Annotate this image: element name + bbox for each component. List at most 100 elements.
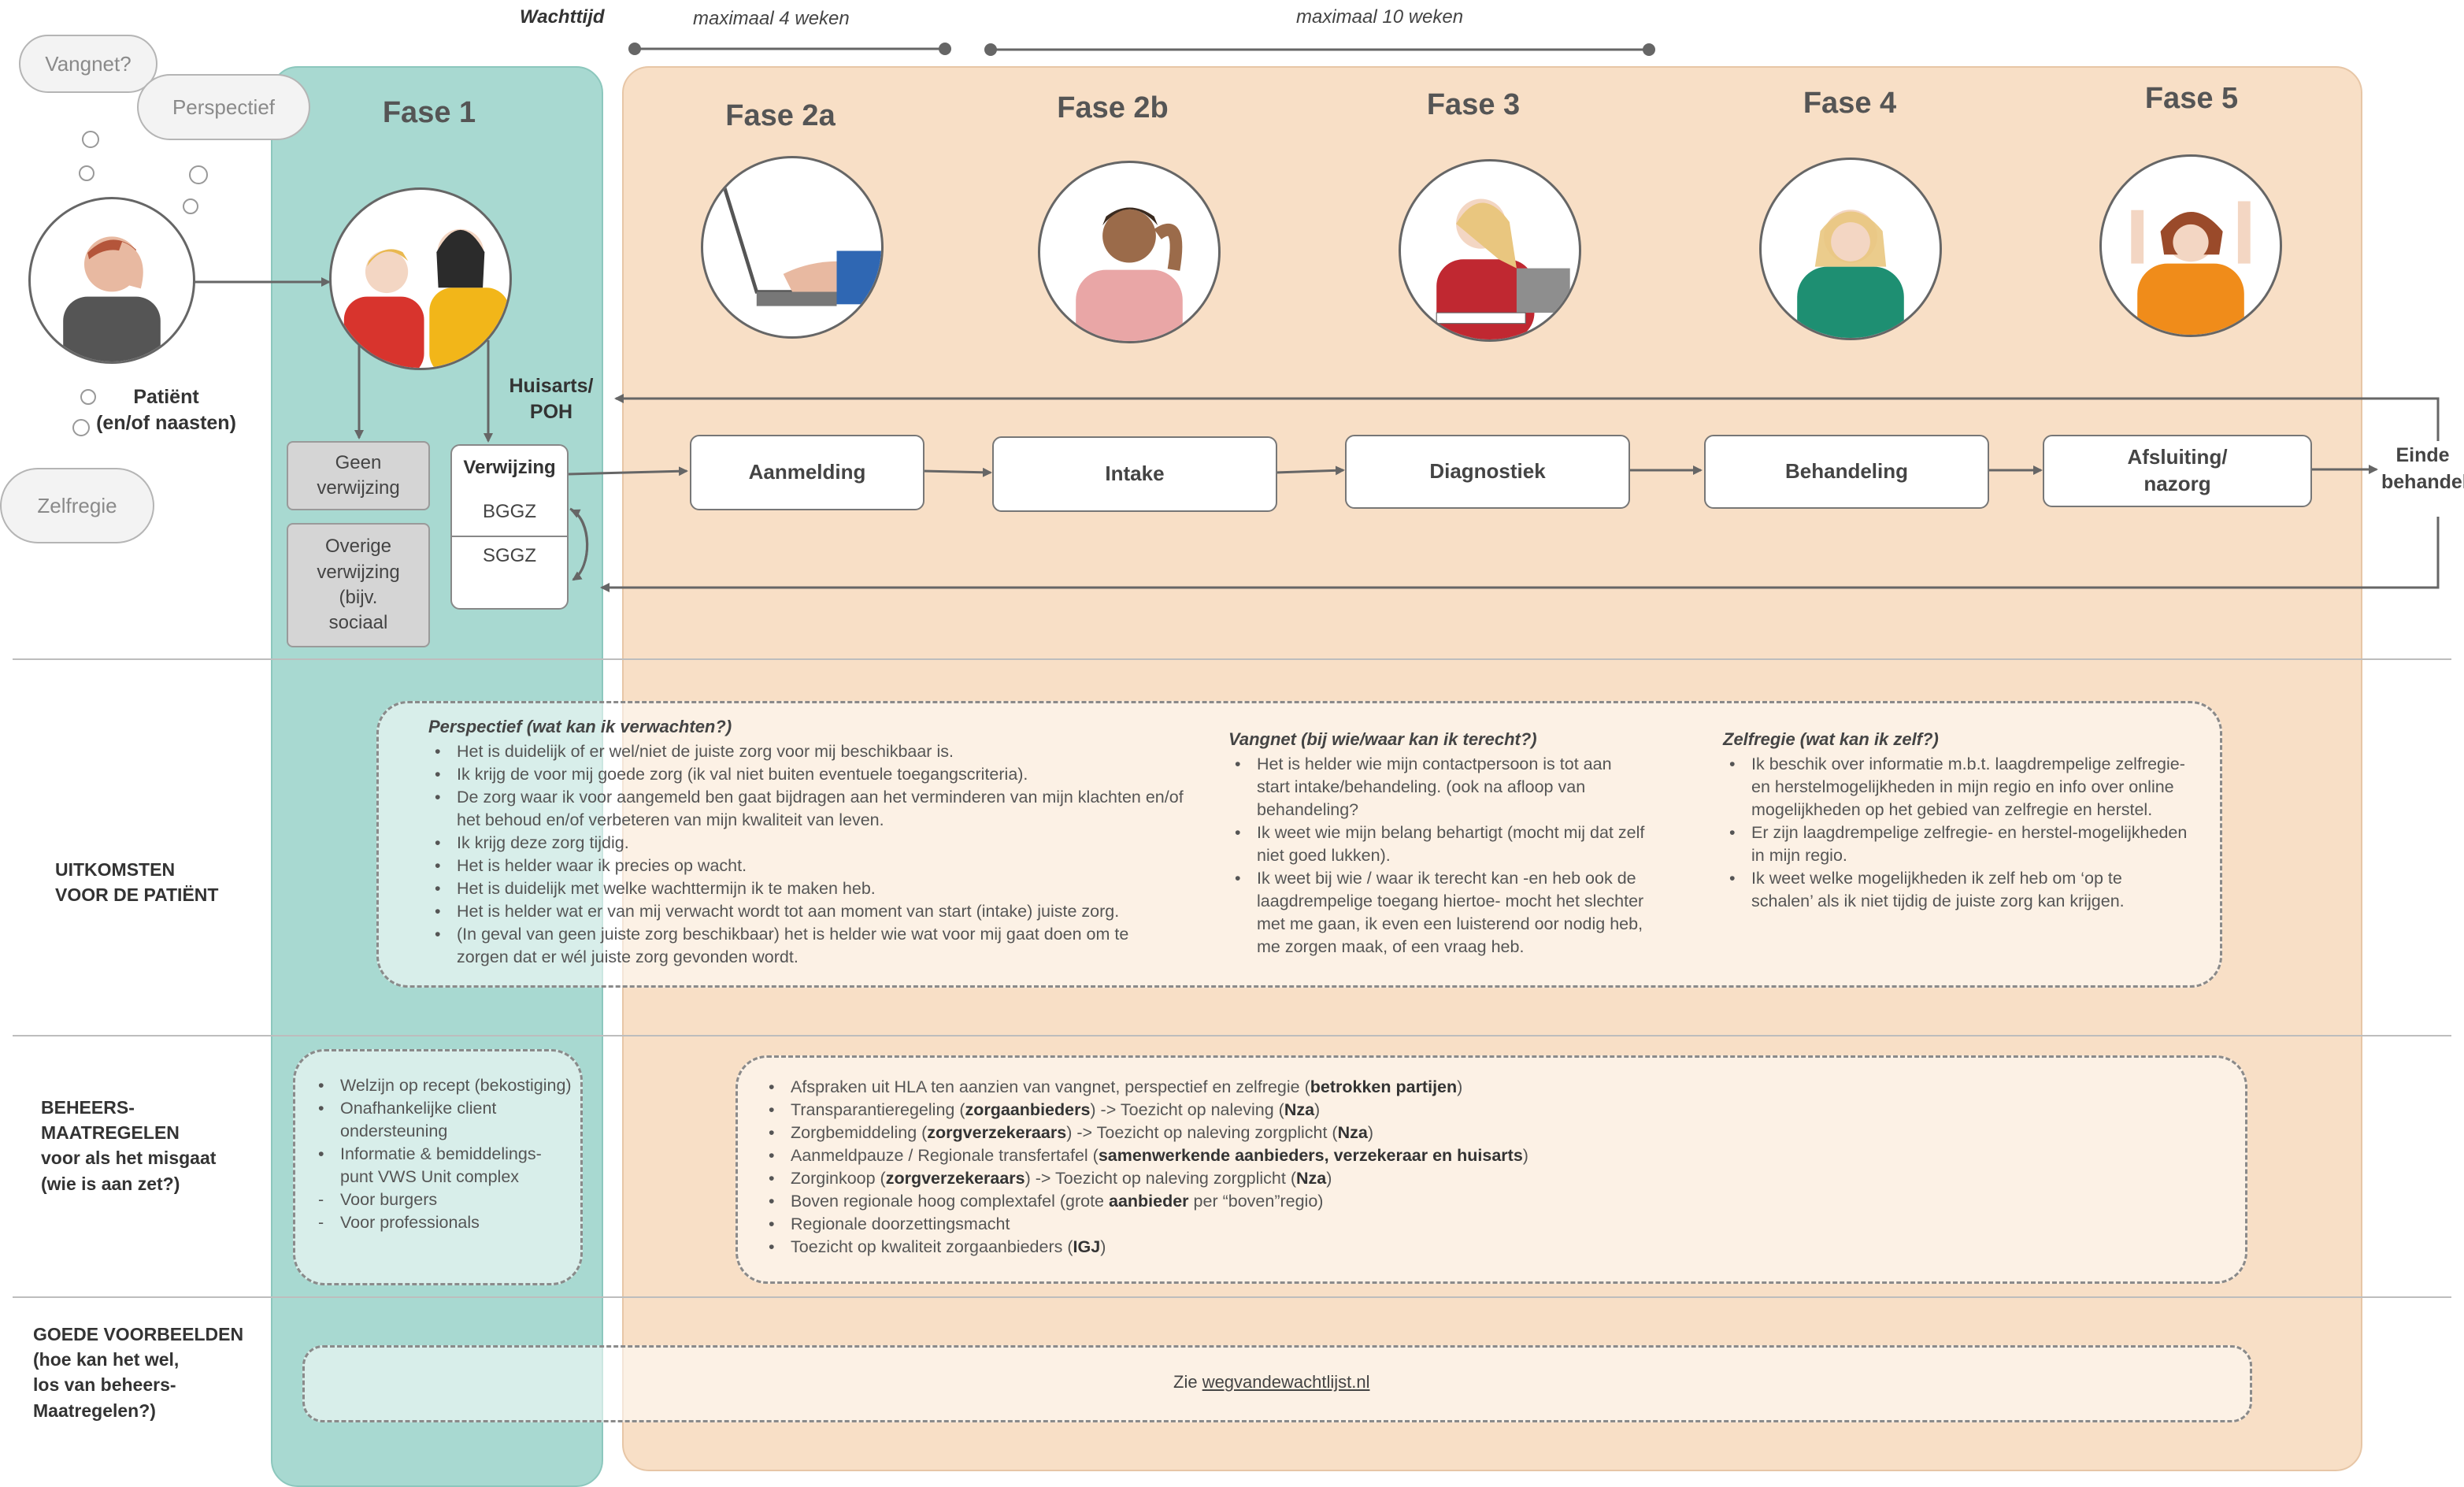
- geen-verwijzing-label: Geen verwijzing: [317, 451, 400, 499]
- measure-text: Zorginkoop (: [791, 1169, 886, 1188]
- measure-text: ) -> Toezicht op naleving zorgplicht (: [1066, 1123, 1338, 1142]
- list-item: De zorg waar ik voor aangemeld ben gaat …: [428, 786, 1184, 832]
- cloud-zelfregie-label: Zelfregie: [37, 493, 117, 517]
- timeline-span1-label: maximaal 4 weken: [693, 8, 850, 29]
- huisarts-label-line1: Huisarts/: [509, 375, 594, 397]
- outcome-zelfregie-title: Zelfregie (wat kan ik zelf?): [1723, 729, 1939, 749]
- separator-outcomes: [13, 658, 2451, 660]
- phase-title-fase3: Fase 3: [1426, 88, 1521, 121]
- list-item: Het is helder wat er van mij verwacht wo…: [428, 900, 1184, 923]
- outcome-perspectief-title: Perspectief (wat kan ik verwachten?): [428, 717, 732, 736]
- einde-line1: Einde: [2395, 444, 2450, 466]
- referral-divider: [452, 536, 567, 537]
- overige-verwijzing-label: Overige verwijzing (bijv. sociaal: [317, 536, 400, 634]
- list-item: Zorgbemiddeling (zorgverzekeraars) -> To…: [762, 1122, 2227, 1144]
- measure-text: Transparantieregeling (: [791, 1100, 965, 1119]
- step-aanmelding-label: Aanmelding: [748, 460, 866, 484]
- measure-text: ): [1457, 1077, 1463, 1096]
- patient-label: Patiënt (en/of naasten): [91, 384, 241, 436]
- patient-label-line1: Patiënt: [133, 386, 199, 408]
- responsible-party: zorgverzekeraars: [927, 1123, 1067, 1142]
- measure-text: ): [1100, 1237, 1106, 1256]
- step-afsluiting-label: Afsluiting/ nazorg: [2127, 445, 2228, 495]
- list-item: Onafhankelijke client ondersteuning: [312, 1097, 572, 1143]
- list-item: Ik krijg de voor mij goede zorg (ik val …: [428, 763, 1184, 786]
- measure-text: per “boven”regio): [1188, 1192, 1324, 1211]
- list-item: Ik weet wie mijn belang behartigt (mocht…: [1228, 821, 1646, 867]
- responsible-party: betrokken partijen: [1310, 1077, 1458, 1096]
- list-item: Zorginkoop (zorgverzekeraars) -> Toezich…: [762, 1167, 2227, 1190]
- wachttijd-label: Wachttijd: [520, 6, 605, 28]
- step-behandeling-label: Behandeling: [1784, 459, 1908, 484]
- phase-title-fase2a: Fase 2a: [725, 99, 836, 132]
- patient-label-line2: (en/of naasten): [96, 411, 236, 434]
- list-item: Afspraken uit HLA ten aanzien van vangne…: [762, 1076, 2227, 1099]
- measure-text: ): [1367, 1123, 1373, 1142]
- responsible-party: Nza: [1296, 1169, 1327, 1188]
- sggz-label: SGGZ: [482, 545, 536, 566]
- phase-title-fase4: Fase 4: [1803, 87, 1897, 120]
- thought-bubble: [79, 165, 94, 181]
- outcome-perspectief-list: Het is duidelijk of er wel/niet de juist…: [428, 740, 1184, 969]
- step-afsluiting: Afsluiting/ nazorg: [2043, 435, 2312, 507]
- measure-text: ) -> Toezicht op naleving zorgplicht (: [1025, 1169, 1296, 1188]
- list-item: Voor professionals: [312, 1211, 572, 1234]
- outcome-vangnet-list: Het is helder wie mijn contactpersoon is…: [1228, 753, 1646, 959]
- responsible-party: zorgverzekeraars: [885, 1169, 1025, 1188]
- phase-title-fase2b: Fase 2b: [1057, 91, 1169, 124]
- step-intake-label: Intake: [1105, 462, 1165, 486]
- list-item: Het is duidelijk met welke wachttermijn …: [428, 877, 1184, 900]
- beheers-fase1-list: Welzijn op recept (bekostiging) Onafhank…: [312, 1074, 572, 1234]
- wegvandewachtlijst-link[interactable]: wegvandewachtlijst.nl: [1202, 1372, 1370, 1392]
- doctor-consult-icon: [329, 187, 512, 370]
- beheers-main-content: Afspraken uit HLA ten aanzien van vangne…: [762, 1076, 2227, 1259]
- list-item: Het is helder waar ik precies op wacht.: [428, 855, 1184, 877]
- list-item: Er zijn laagdrempelige zelfregie- en her…: [1723, 821, 2188, 867]
- measure-text: ): [1314, 1100, 1321, 1119]
- cloud-vangnet-label: Vangnet?: [45, 51, 132, 76]
- list-item: (In geval van geen juiste zorg beschikba…: [428, 923, 1184, 969]
- laptop-hands-icon: [701, 156, 884, 339]
- row-label-uitkomsten: UITKOMSTEN VOOR DE PATIËNT: [55, 859, 219, 906]
- thought-bubble: [183, 198, 198, 214]
- list-item: Toezicht op kwaliteit zorgaanbieders (IG…: [762, 1236, 2227, 1259]
- outcome-vangnet: Vangnet (bij wie/waar kan ik terecht?) H…: [1228, 729, 1646, 959]
- step-diagnostiek: Diagnostiek: [1345, 435, 1630, 509]
- cloud-vangnet: Vangnet?: [19, 35, 157, 93]
- list-item: Regionale doorzettingsmacht: [762, 1213, 2227, 1236]
- responsible-party: zorgaanbieders: [965, 1100, 1091, 1119]
- outcome-vangnet-title: Vangnet (bij wie/waar kan ik terecht?): [1228, 729, 1537, 749]
- measure-text: ): [1326, 1169, 1332, 1188]
- list-item: Boven regionale hoog complextafel (grote…: [762, 1190, 2227, 1213]
- list-item: Het is helder wie mijn contactpersoon is…: [1228, 753, 1646, 821]
- list-item: Ik weet welke mogelijkheden ik zelf heb …: [1723, 867, 2188, 913]
- geen-verwijzing-box: Geen verwijzing: [287, 441, 430, 510]
- separator-beheers: [13, 1035, 2451, 1036]
- thought-bubble: [82, 131, 99, 148]
- list-item: Het is duidelijk of er wel/niet de juist…: [428, 740, 1184, 763]
- verwijzing-title: Verwijzing: [463, 457, 556, 478]
- list-item: Welzijn op recept (bekostiging): [312, 1074, 572, 1097]
- phase-title-fase5: Fase 5: [2144, 82, 2239, 115]
- list-item: Informatie & bemiddelings-punt VWS Unit …: [312, 1143, 572, 1188]
- measure-text: Zorgbemiddeling (: [791, 1123, 928, 1142]
- measure-text: Aanmeldpauze / Regionale transfertafel (: [791, 1146, 1099, 1165]
- pondering-person-icon: [1038, 161, 1221, 343]
- separator-voorbeelden: [13, 1296, 2451, 1298]
- voorbeelden-text: Zie wegvandewachtlijst.nl: [1173, 1372, 1369, 1392]
- writing-woman-icon: [1399, 159, 1581, 342]
- list-item: Ik beschik over informatie m.b.t. laagdr…: [1723, 753, 2188, 821]
- step-behandeling: Behandeling: [1704, 435, 1989, 509]
- thought-bubble: [189, 165, 208, 184]
- overige-verwijzing-box: Overige verwijzing (bijv. sociaal: [287, 523, 430, 647]
- einde-behandeling-label: Einde behandeli: [2381, 443, 2464, 496]
- measure-text: ): [1522, 1146, 1528, 1165]
- measure-text: Boven regionale hoog complextafel (grote: [791, 1192, 1109, 1211]
- beheers-main-list: Afspraken uit HLA ten aanzien van vangne…: [762, 1076, 2227, 1259]
- responsible-party: IGJ: [1073, 1237, 1101, 1256]
- outcome-zelfregie: Zelfregie (wat kan ik zelf?) Ik beschik …: [1723, 729, 2188, 913]
- timeline-span2-label: maximaal 10 weken: [1296, 6, 1464, 28]
- verwijzing-box: Verwijzing BGGZ SGGZ: [450, 444, 569, 610]
- outcome-perspectief: Perspectief (wat kan ik verwachten?) Het…: [428, 717, 1184, 969]
- list-item: Ik weet bij wie / waar ik terecht kan -e…: [1228, 867, 1646, 959]
